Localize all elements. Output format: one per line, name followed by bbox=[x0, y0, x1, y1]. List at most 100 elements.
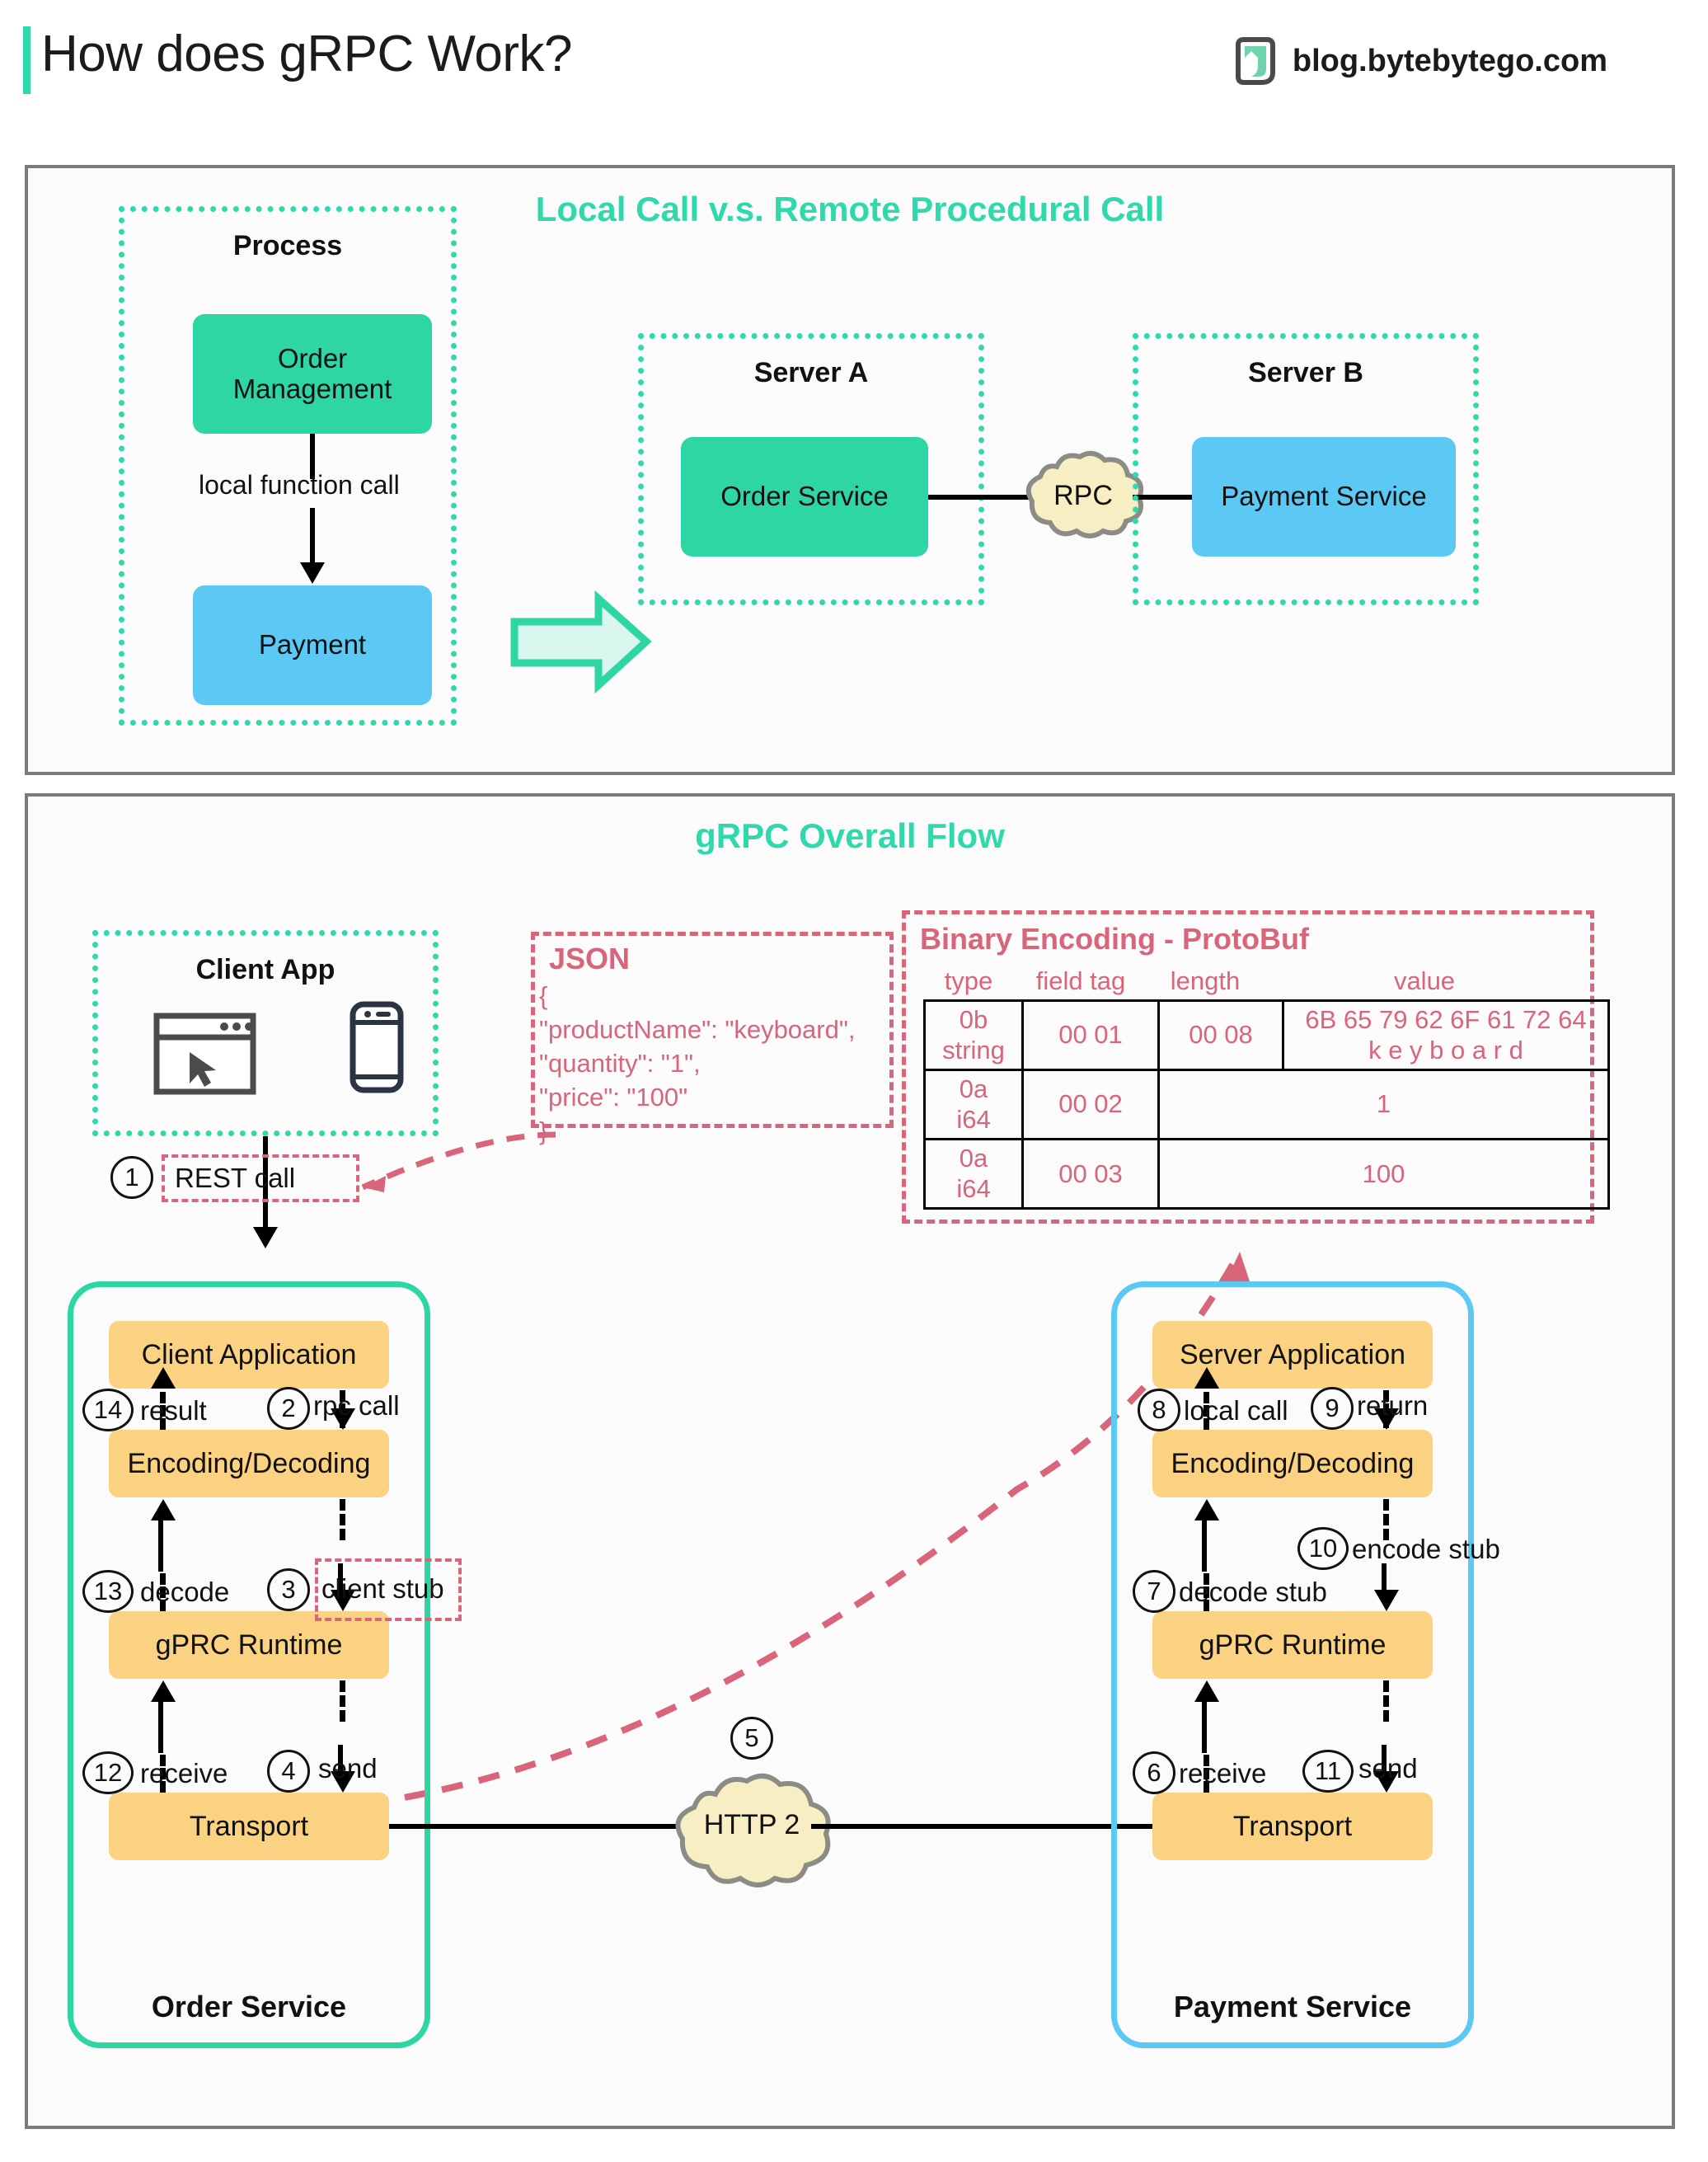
server-receive-arrow-stem bbox=[1202, 1700, 1207, 1753]
server-b-group: Server B bbox=[1133, 333, 1479, 605]
rest-call-label: REST call bbox=[175, 1163, 296, 1193]
node-client-grpc-runtime[interactable]: gPRC Runtime bbox=[109, 1611, 389, 1679]
node-client-encoding-decoding[interactable]: Encoding/Decoding bbox=[109, 1430, 389, 1497]
server-a-label: Server A bbox=[753, 357, 869, 388]
transport-line-left bbox=[389, 1824, 692, 1829]
local-function-call-label: local function call bbox=[199, 470, 400, 500]
step-circle-3: 3 bbox=[267, 1568, 310, 1611]
transport-line-right bbox=[811, 1824, 1166, 1829]
client-send-label: send bbox=[318, 1753, 378, 1784]
client-result-label: result bbox=[140, 1395, 207, 1426]
server-decodestub-arrow-shaft bbox=[1204, 1573, 1209, 1611]
page-header: How does gRPC Work? blog.bytebytego.com bbox=[0, 0, 1708, 157]
grpc-overall-flow-panel: gRPC Overall Flow Client App 1 REST call bbox=[25, 793, 1675, 2129]
local-call-arrowhead-icon bbox=[300, 562, 325, 584]
client-stub-label: client stub bbox=[321, 1573, 444, 1604]
server-send-arrowhead-icon bbox=[1374, 1771, 1399, 1793]
client-decode-arrowhead-icon bbox=[151, 1499, 176, 1520]
pb-r2-value: 100 bbox=[1157, 1138, 1610, 1210]
node-payment[interactable]: Payment bbox=[193, 585, 432, 705]
node-order-service-label: Order Service bbox=[720, 481, 889, 512]
client-send-arrow-shaft bbox=[340, 1680, 345, 1722]
protobuf-header-length: length bbox=[1170, 966, 1241, 995]
server-encodestub-arrow-stem bbox=[1382, 1563, 1387, 1596]
block-arrow-right-icon bbox=[506, 590, 655, 698]
pb-r1-value: 1 bbox=[1157, 1069, 1610, 1141]
rest-call-arrowhead-icon bbox=[253, 1227, 278, 1248]
node-server-grpc-runtime-label: gPRC Runtime bbox=[1199, 1629, 1387, 1661]
pb-r2-field-tag: 00 03 bbox=[1021, 1138, 1160, 1210]
client-rpccall-label: rpc call bbox=[313, 1390, 400, 1421]
step-circle-13: 13 bbox=[82, 1570, 134, 1613]
step-circle-7: 7 bbox=[1133, 1570, 1175, 1613]
step-circle-6-number: 6 bbox=[1147, 1758, 1161, 1787]
node-server-transport-label: Transport bbox=[1232, 1810, 1353, 1842]
json-line-2: "quantity": "1", bbox=[539, 1048, 701, 1078]
client-receive-arrow-stem bbox=[158, 1700, 163, 1753]
client-result-arrow-shaft bbox=[160, 1392, 166, 1430]
step-circle-12-number: 12 bbox=[93, 1758, 123, 1787]
step-circle-4-number: 4 bbox=[281, 1756, 296, 1785]
node-client-grpc-runtime-label: gPRC Runtime bbox=[155, 1629, 343, 1661]
step-circle-7-number: 7 bbox=[1147, 1577, 1161, 1605]
server-localcall-label: local call bbox=[1184, 1395, 1288, 1426]
node-server-encoding-decoding[interactable]: Encoding/Decoding bbox=[1152, 1430, 1433, 1497]
step-circle-9-number: 9 bbox=[1325, 1394, 1340, 1422]
step-circle-8: 8 bbox=[1138, 1389, 1180, 1431]
rpc-cloud-icon bbox=[1017, 449, 1149, 548]
step-circle-13-number: 13 bbox=[93, 1577, 123, 1605]
page-title: How does gRPC Work? bbox=[41, 26, 573, 82]
client-result-arrowhead-icon bbox=[151, 1367, 176, 1389]
client-send-arrowhead-icon bbox=[331, 1771, 355, 1793]
client-receive-arrowhead-icon bbox=[151, 1680, 176, 1702]
node-payment-service[interactable]: Payment Service bbox=[1192, 437, 1456, 557]
server-send-arrow-shaft bbox=[1383, 1680, 1389, 1722]
node-payment-label: Payment bbox=[258, 629, 367, 660]
payment-service-container: Payment Service bbox=[1111, 1281, 1474, 2048]
step-circle-5: 5 bbox=[730, 1717, 773, 1760]
server-localcall-arrowhead-icon bbox=[1194, 1367, 1219, 1389]
server-receive-label: receive bbox=[1179, 1758, 1267, 1788]
node-server-transport[interactable]: Transport bbox=[1152, 1793, 1433, 1860]
step-circle-3-number: 3 bbox=[281, 1575, 296, 1604]
node-client-encoding-decoding-label: Encoding/Decoding bbox=[127, 1447, 371, 1479]
client-decode-arrow-stem bbox=[158, 1519, 163, 1572]
step-circle-11: 11 bbox=[1302, 1750, 1354, 1793]
pb-r1-field-tag: 00 02 bbox=[1021, 1069, 1160, 1141]
client-app-label: Client App bbox=[195, 954, 336, 985]
pb-r0-length: 00 08 bbox=[1157, 999, 1284, 1072]
step-circle-9: 9 bbox=[1311, 1387, 1354, 1430]
node-server-encoding-decoding-label: Encoding/Decoding bbox=[1171, 1447, 1415, 1479]
server-a-group: Server A bbox=[638, 333, 984, 605]
server-receive-arrowhead-icon bbox=[1194, 1680, 1219, 1702]
node-client-transport[interactable]: Transport bbox=[109, 1793, 389, 1860]
local-vs-remote-panel: Local Call v.s. Remote Procedural Call P… bbox=[25, 165, 1675, 775]
rpc-line-right bbox=[1133, 495, 1207, 500]
json-box bbox=[531, 932, 894, 1128]
node-order-service[interactable]: Order Service bbox=[681, 437, 928, 557]
client-receive-arrow-shaft bbox=[160, 1755, 166, 1793]
step-circle-11-number: 11 bbox=[1314, 1756, 1342, 1785]
client-decode-label: decode bbox=[140, 1577, 230, 1607]
step-circle-5-number: 5 bbox=[744, 1723, 759, 1752]
step-circle-2-number: 2 bbox=[281, 1394, 296, 1422]
process-group-label: Process bbox=[232, 230, 343, 261]
http2-cloud-label: HTTP 2 bbox=[703, 1809, 800, 1840]
brand-block: blog.bytebytego.com bbox=[1233, 36, 1607, 86]
step-circle-4: 4 bbox=[267, 1750, 310, 1793]
pb-r0-value: 6B 65 79 62 6F 61 72 64 k e y b o a r d bbox=[1282, 999, 1610, 1072]
server-encodestub-arrow-shaft bbox=[1383, 1499, 1389, 1540]
server-return-label: return bbox=[1357, 1390, 1429, 1421]
node-server-grpc-runtime[interactable]: gPRC Runtime bbox=[1152, 1611, 1433, 1679]
step-circle-1: 1 bbox=[110, 1156, 153, 1199]
step-circle-14-number: 14 bbox=[93, 1395, 123, 1424]
step-circle-12: 12 bbox=[82, 1751, 134, 1794]
step-circle-2: 2 bbox=[267, 1387, 310, 1430]
